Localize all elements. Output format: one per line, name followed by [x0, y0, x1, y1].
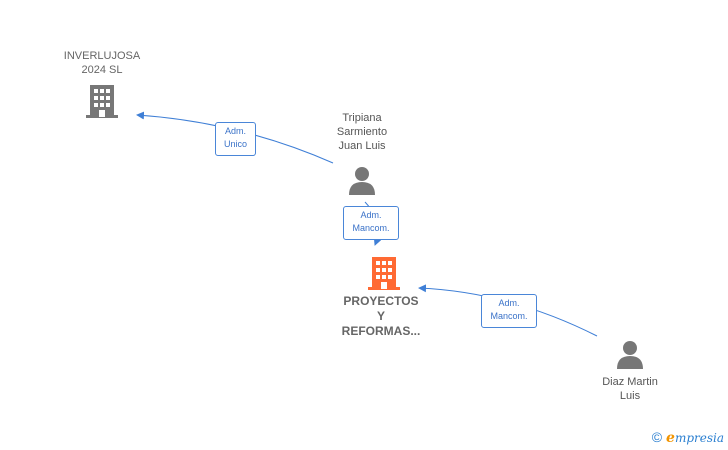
brand-e: e: [666, 430, 675, 446]
node-label-line: Sarmiento: [336, 126, 388, 138]
edge-badge-adm-mancom[interactable]: Adm. Mancom.: [343, 206, 399, 240]
person-icon[interactable]: [615, 339, 645, 369]
node-label-line: Diaz Martin: [602, 376, 658, 388]
node-label-line: Tripiana: [342, 112, 382, 124]
edge-badge-line: Mancom.: [490, 311, 528, 321]
building-icon[interactable]: [86, 83, 118, 119]
node-label-line: INVERLUJOSA: [63, 50, 141, 62]
node-label-tripiana[interactable]: Tripiana Sarmiento Juan Luis: [310, 111, 414, 153]
building-icon[interactable]: [368, 255, 400, 291]
node-label-line: Juan Luis: [338, 140, 386, 152]
node-label-line: Y: [376, 309, 385, 323]
brand-rest: mpresia: [674, 431, 724, 445]
node-label-line: 2024 SL: [81, 64, 123, 76]
copyright-icon: ©: [651, 429, 663, 445]
node-label-proyectos[interactable]: PROYECTOS Y REFORMAS...: [326, 294, 436, 339]
person-icon[interactable]: [347, 165, 377, 195]
edge-badge-line: Adm.: [498, 298, 520, 308]
edge-badge-line: Unico: [223, 139, 247, 149]
edge-badge-line: Adm.: [224, 126, 246, 136]
node-label-line: REFORMAS...: [341, 324, 421, 338]
empresia-logo[interactable]: ©empresia: [652, 429, 724, 446]
node-label-line: PROYECTOS: [343, 294, 419, 308]
node-label-line: Luis: [619, 390, 641, 402]
edge-badge-line: Adm.: [360, 210, 382, 220]
edge-badge-adm-mancom[interactable]: Adm. Mancom.: [481, 294, 537, 328]
node-label-inverlujosa[interactable]: INVERLUJOSA 2024 SL: [50, 49, 154, 77]
node-label-diaz[interactable]: Diaz Martin Luis: [578, 375, 682, 403]
edge-badge-adm-unico[interactable]: Adm. Unico: [215, 122, 256, 156]
edge-badge-line: Mancom.: [352, 223, 390, 233]
